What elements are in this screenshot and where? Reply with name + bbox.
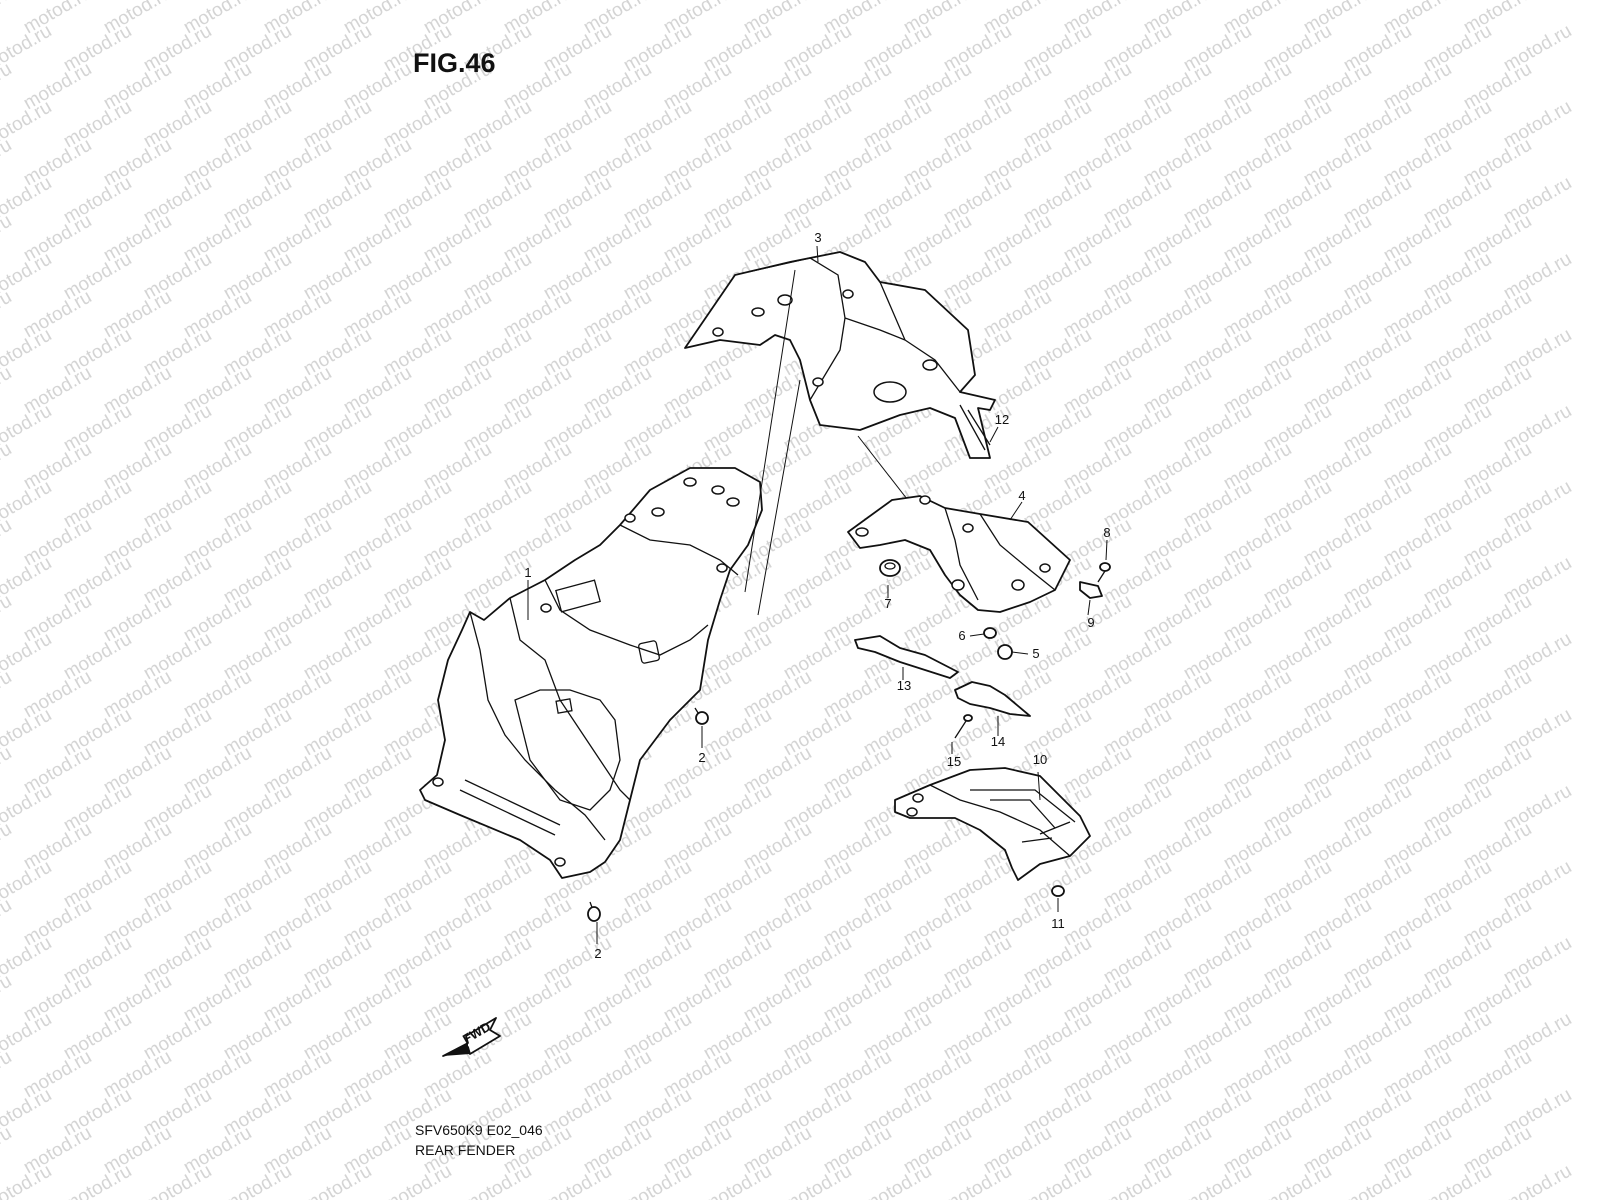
callout-12: 12 bbox=[995, 412, 1009, 427]
part-1-rear-fender bbox=[419, 467, 763, 879]
part-2-bolt-upper bbox=[694, 707, 709, 725]
callout-7: 7 bbox=[884, 596, 891, 611]
callout-6: 6 bbox=[958, 628, 965, 643]
leader-6 bbox=[969, 633, 985, 637]
part-5-nut bbox=[997, 644, 1013, 660]
leader-9 bbox=[1087, 599, 1091, 616]
model-code: SFV650K9 E02_046 bbox=[415, 1122, 543, 1138]
part-15-screw bbox=[954, 714, 973, 739]
figure-title: FIG.46 bbox=[413, 48, 496, 78]
callout-9: 9 bbox=[1087, 615, 1094, 630]
part-11-bolt bbox=[1051, 885, 1065, 897]
part-8-bolt bbox=[1097, 562, 1111, 583]
callout-8: 8 bbox=[1103, 525, 1110, 540]
part-13-strip bbox=[854, 635, 959, 679]
part-name: REAR FENDER bbox=[415, 1142, 516, 1158]
callout-14: 14 bbox=[991, 734, 1005, 749]
callout-layer: 3 12 4 8 7 9 1 6 5 13 14 2 15 10 11 2 bbox=[524, 230, 1110, 961]
part-4-bracket bbox=[847, 495, 1071, 613]
callout-4: 4 bbox=[1018, 488, 1025, 503]
callout-13: 13 bbox=[897, 678, 911, 693]
leader-3 bbox=[816, 245, 819, 263]
callout-3: 3 bbox=[814, 230, 821, 245]
figure-footer: SFV650K9 E02_046 REAR FENDER bbox=[415, 1120, 543, 1160]
callout-5: 5 bbox=[1032, 646, 1039, 661]
part-7-grommet bbox=[879, 559, 901, 577]
part-2-bolt-lower bbox=[587, 901, 601, 922]
callout-10: 10 bbox=[1033, 752, 1047, 767]
fwd-direction-arrow: FWD bbox=[442, 1017, 501, 1057]
callout-2a: 2 bbox=[698, 750, 705, 765]
callout-1: 1 bbox=[524, 565, 531, 580]
callout-15: 15 bbox=[947, 754, 961, 769]
leader-10 bbox=[1037, 771, 1041, 801]
leader-4 bbox=[1009, 501, 1023, 521]
leader-12 bbox=[989, 426, 999, 443]
part-9-clip bbox=[1079, 581, 1103, 599]
callout-2b: 2 bbox=[594, 946, 601, 961]
callout-11: 11 bbox=[1051, 916, 1065, 931]
leader-8 bbox=[1105, 539, 1108, 561]
part-10-lower-bracket bbox=[894, 767, 1091, 881]
assembly-line-1 bbox=[744, 269, 801, 616]
part-6-washer bbox=[983, 627, 997, 639]
part-14-plate bbox=[954, 681, 1031, 717]
leader-5 bbox=[1011, 651, 1029, 655]
part-3-upper-fender bbox=[684, 251, 996, 459]
